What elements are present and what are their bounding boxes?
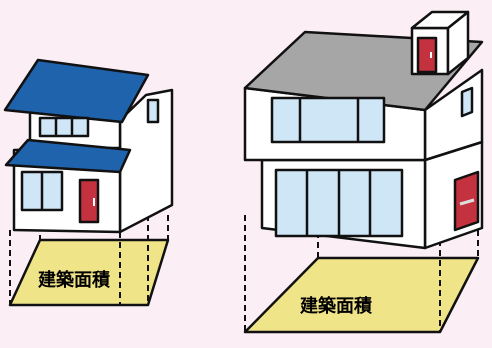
right-house (243, 10, 484, 334)
left-house (3, 58, 174, 307)
left-porch-roof (4, 138, 132, 174)
left-door (78, 178, 100, 224)
left-upper-window (38, 116, 90, 138)
right-upper-window (270, 96, 386, 144)
left-footprint (8, 238, 170, 307)
left-projection-lines (9, 205, 169, 305)
left-floor-area-label: 建築面積 (38, 269, 111, 291)
right-upper-side-window (460, 86, 474, 118)
right-penthouse-door (416, 36, 438, 74)
right-floor-area-label: 建築面積 (300, 295, 373, 317)
left-roof (3, 58, 150, 124)
left-side-window (146, 98, 160, 124)
right-penthouse-top (410, 10, 470, 30)
right-footprint (243, 256, 480, 334)
